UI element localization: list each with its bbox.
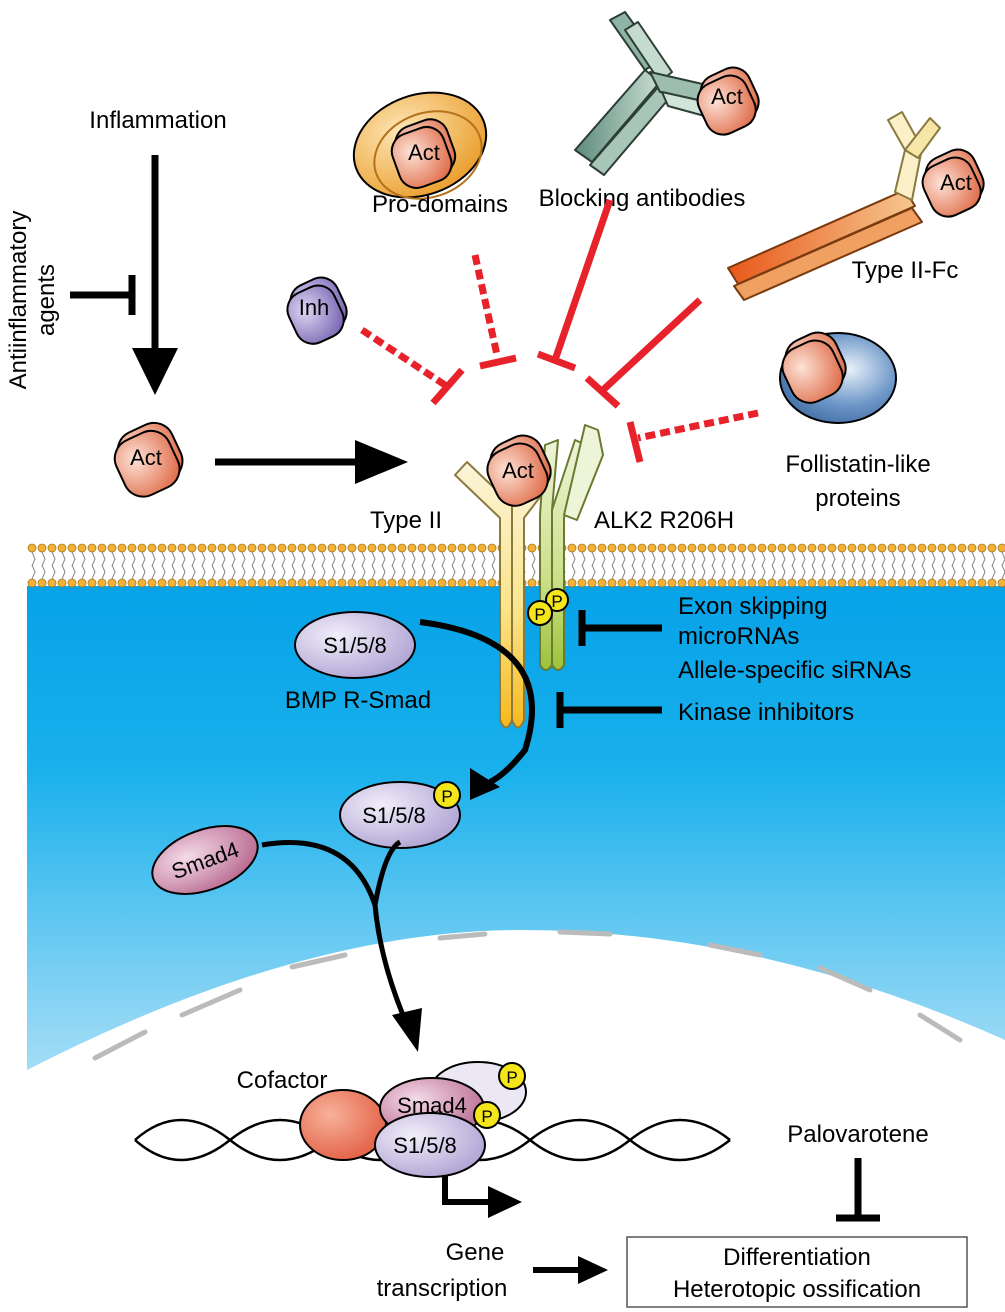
inflammation-arrowhead xyxy=(132,348,178,395)
label-palovarotene: Palovarotene xyxy=(787,1121,928,1148)
nuclear-envelope-pores xyxy=(92,929,963,1061)
receptor-phospho-1-label: P xyxy=(551,592,562,611)
label-blocking-antibodies: Blocking antibodies xyxy=(539,185,746,212)
antibody-inhibition-bar xyxy=(536,350,577,372)
label-cofactor: Cofactor xyxy=(237,1067,328,1094)
rsmad-p-label: S1/5/8 xyxy=(362,803,426,828)
prodomain-inhibition-bar xyxy=(479,354,517,370)
label-type2: Type II xyxy=(370,507,442,534)
activin-free xyxy=(113,421,184,498)
prodomain-act-label: Act xyxy=(408,140,440,165)
smad4-free xyxy=(151,825,259,895)
gene-to-outcome-arrowhead xyxy=(578,1256,608,1284)
label-agents: agents xyxy=(33,264,60,336)
smad-complex xyxy=(374,1061,527,1178)
label-differentiation: Differentiation xyxy=(723,1244,871,1271)
label-inflammation: Inflammation xyxy=(89,107,226,134)
receptor-phospho-2-label: P xyxy=(534,605,545,624)
outcome-box xyxy=(626,1236,968,1308)
complex-smad4-label: Smad4 xyxy=(397,1093,467,1118)
phosphorylation-arrow xyxy=(419,619,535,785)
label-follistatin: Follistatin-like xyxy=(785,451,930,478)
label-allele-sirnas: Allele-specific siRNAs xyxy=(678,657,911,684)
rsmad-phospho-label: P xyxy=(441,787,452,806)
fc-inhibition-line xyxy=(600,297,703,393)
prodomain-inhibition-line xyxy=(471,254,501,356)
label-micrornas: microRNAs xyxy=(678,623,799,650)
follistatin-inhibition-bar xyxy=(626,421,644,463)
follistatin-inhibition-line xyxy=(637,409,759,442)
blocking-antibody xyxy=(574,11,760,176)
label-alk2: ALK2 R206H xyxy=(594,507,734,534)
transcription-start-arrow xyxy=(442,1175,495,1205)
inhibin-inhibition-bar xyxy=(430,367,465,406)
label-antiinflammatory: Antiinflammatory xyxy=(5,211,32,390)
inhibin-inhibition-line xyxy=(360,327,447,388)
rsmad-label: S1/5/8 xyxy=(323,633,387,658)
smad-complex-join xyxy=(261,839,402,906)
fc-inhibition-bar xyxy=(584,375,621,409)
cofactor xyxy=(299,1089,387,1161)
label-pro-domains: Pro-domains xyxy=(372,191,508,218)
nucleus xyxy=(27,930,1005,1312)
follistatin-complex xyxy=(779,331,897,424)
complex-phospho-2-label: P xyxy=(481,1107,492,1126)
activin-to-receptor-arrowhead xyxy=(355,440,408,484)
fc-act-label: Act xyxy=(940,170,972,195)
complex-rsmad-label: S1/5/8 xyxy=(393,1133,457,1158)
label-proteins: proteins xyxy=(815,485,900,512)
rsmad-unphosphorylated xyxy=(294,611,416,679)
label-exon-skipping: Exon skipping xyxy=(678,593,827,620)
label-gene: Gene xyxy=(446,1239,505,1266)
label-kinase-inhibitors: Kinase inhibitors xyxy=(678,699,854,726)
receptor-act-label: Act xyxy=(502,458,534,483)
complex-phospho-1-label: P xyxy=(506,1068,517,1087)
transcription-start-arrowhead xyxy=(488,1186,522,1218)
intracellular-inhibitors xyxy=(556,610,662,728)
type2-receptor xyxy=(454,461,554,729)
receptor-phospho-1 xyxy=(545,588,569,612)
activin-free-label: Act xyxy=(130,445,162,470)
label-type2-fc: Type II-Fc xyxy=(852,257,959,284)
label-bmp-rsmad: BMP R-Smad xyxy=(285,687,431,714)
nuclear-import-arrow xyxy=(372,904,408,1021)
type2-fc-trap xyxy=(727,111,985,301)
antibody-inhibition-line xyxy=(551,198,614,362)
ligand-trap-inhibitions xyxy=(360,198,759,463)
label-heterotopic: Heterotopic ossification xyxy=(673,1276,921,1303)
receptor-bound-activin xyxy=(486,434,552,507)
inhibin-label: Inh xyxy=(299,295,330,320)
label-transcription: transcription xyxy=(377,1275,508,1302)
alk2-receptor xyxy=(539,424,604,671)
rsmad-phosphorylated xyxy=(339,781,461,849)
nuclear-import-arrowhead xyxy=(392,1008,422,1052)
antibody-act-label: Act xyxy=(711,84,743,109)
inhibin xyxy=(286,276,348,345)
prodomain-complex xyxy=(352,91,488,200)
receptor-phospho-2 xyxy=(527,600,553,626)
phosphorylation-arrowhead xyxy=(470,768,500,800)
